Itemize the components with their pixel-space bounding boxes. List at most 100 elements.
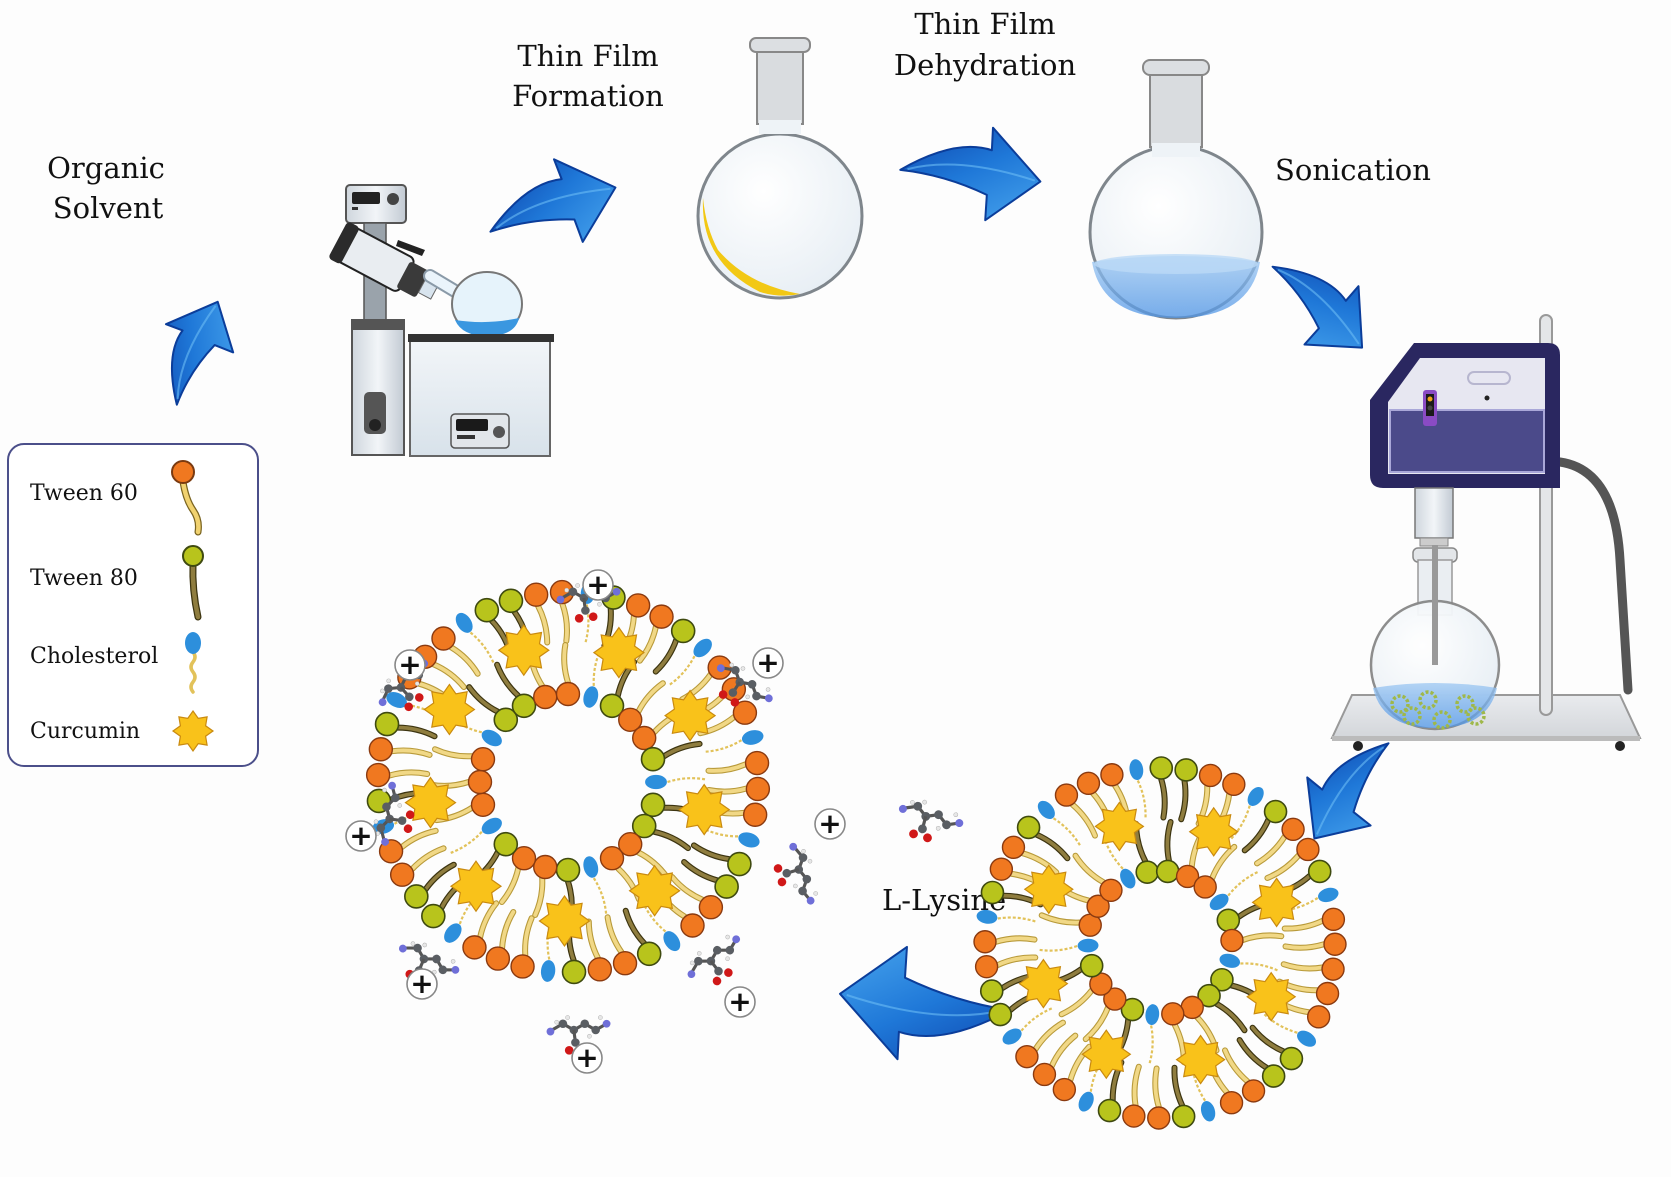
hydrogen-atom: [813, 891, 818, 896]
tween60-head: [618, 832, 643, 857]
tween60-head: [680, 913, 705, 938]
carbon-atom: [382, 802, 391, 812]
svg-text:+: +: [398, 648, 421, 681]
label-sonication: Sonication: [1275, 153, 1431, 187]
tween60-head: [1100, 763, 1124, 787]
curcumin-star: [664, 689, 717, 742]
tween60-head: [1321, 957, 1345, 981]
flask-hydrated-icon: [1088, 59, 1264, 320]
carbon-atom: [934, 810, 943, 820]
hydrogen-atom: [697, 951, 702, 956]
cholesterol-head: [583, 856, 599, 878]
green-head-lipid-icon: [182, 545, 204, 621]
hydrogen-atom: [745, 694, 750, 700]
positive-charge-icon: +: [345, 819, 377, 852]
carbon-atom: [591, 1025, 600, 1035]
svg-text:+: +: [586, 568, 609, 601]
blue-oval-lipid-icon: [185, 632, 201, 694]
hydrogen-atom: [410, 941, 416, 946]
label-line: Solvent: [53, 191, 164, 225]
hydrogen-atom: [564, 587, 569, 593]
tween60-head: [431, 626, 456, 651]
tween80-head: [670, 618, 696, 644]
tween80-head: [1135, 860, 1160, 884]
tween60-head: [1306, 1005, 1331, 1029]
tween60-head: [1122, 1104, 1146, 1128]
hydrogen-atom: [953, 812, 959, 818]
cholesterol-head: [1077, 938, 1099, 953]
tween60-head: [973, 930, 997, 954]
positive-charge-icon: +: [406, 967, 438, 1000]
cholesterol-tail: [1148, 1025, 1154, 1065]
oxygen-atom: [564, 1045, 574, 1055]
legend-label-tween80: Tween 80: [30, 566, 138, 591]
tween60-head: [365, 762, 391, 788]
tween60-head: [989, 857, 1014, 881]
label-line: Formation: [512, 79, 664, 113]
tween80-head: [498, 588, 524, 614]
curcumin-star: [592, 626, 645, 679]
hydrogen-atom: [801, 848, 806, 854]
carbon-atom: [413, 943, 422, 953]
carbon-atom: [798, 853, 808, 862]
carbon-atom: [579, 593, 589, 603]
tween80-head: [555, 857, 581, 883]
cholesterol-head: [444, 923, 462, 943]
small-vesicle: [1402, 706, 1422, 726]
label-thin-film-dehydration: Thin Film Dehydration: [894, 7, 1076, 82]
tween80-head: [636, 941, 662, 967]
tween60-head: [745, 776, 771, 802]
tween60-head: [1099, 878, 1123, 902]
curcumin-star: [1175, 1034, 1226, 1085]
tween60-head: [1323, 932, 1347, 956]
tween60-head: [1161, 1002, 1185, 1026]
cholesterol-tail: [1020, 1006, 1054, 1032]
carbon-atom: [397, 816, 407, 825]
cholesterol-head: [1129, 759, 1144, 781]
carbon-atom: [568, 587, 578, 597]
cholesterol-tail: [705, 739, 743, 753]
carbon-atom: [581, 606, 590, 615]
arrow-down-right-icon: [1271, 265, 1364, 349]
arrow-left-icon: [838, 945, 1011, 1061]
positive-charge-icon: +: [394, 648, 426, 681]
cholesterol-tail: [669, 655, 696, 686]
legend-label-curcumin: Curcumin: [30, 719, 140, 744]
bilayer-heads: [365, 579, 771, 985]
cholesterol-tail: [997, 916, 1037, 923]
oxygen-atom: [403, 824, 413, 833]
cholesterol-head: [1247, 786, 1264, 806]
carbon-atom: [728, 688, 738, 697]
hydrogen-atom: [729, 662, 734, 668]
tween80-head: [1079, 953, 1104, 978]
carbon-atom: [580, 1019, 590, 1029]
tween60-head: [1241, 1079, 1266, 1103]
carbon-atom: [558, 1019, 568, 1029]
legend-label-tween60: Tween 60: [30, 481, 138, 506]
tween80-head: [1210, 967, 1234, 992]
tween60-head: [618, 707, 643, 732]
cholesterol-head: [1120, 868, 1136, 889]
cholesterol-head: [1200, 1101, 1216, 1122]
cholesterol-tail: [1262, 1012, 1298, 1034]
tween80-head: [511, 693, 537, 719]
cholesterol-tail: [450, 831, 483, 854]
curcumin-star: [497, 624, 550, 677]
tween60-head: [732, 700, 758, 725]
rotary-evaporator-icon: [329, 184, 554, 457]
arrow-right-icon: [899, 126, 1042, 222]
cholesterol-tail: [1240, 962, 1279, 972]
tween60-head: [1281, 817, 1305, 842]
cholesterol-tail: [667, 777, 706, 784]
hydrogen-atom: [422, 942, 428, 948]
nitrogen-atom: [764, 694, 773, 703]
hydrogen-atom: [575, 583, 580, 588]
tween60-head: [1198, 763, 1223, 788]
nitrogen-atom: [388, 781, 397, 790]
curcumin-star: [404, 776, 457, 829]
carbon-atom: [571, 1038, 580, 1047]
bilayer-tails: [993, 776, 1327, 1110]
arrow-down-left-icon: [1306, 742, 1390, 840]
cholesterol-head: [976, 909, 998, 924]
tween80-head: [1155, 859, 1180, 884]
